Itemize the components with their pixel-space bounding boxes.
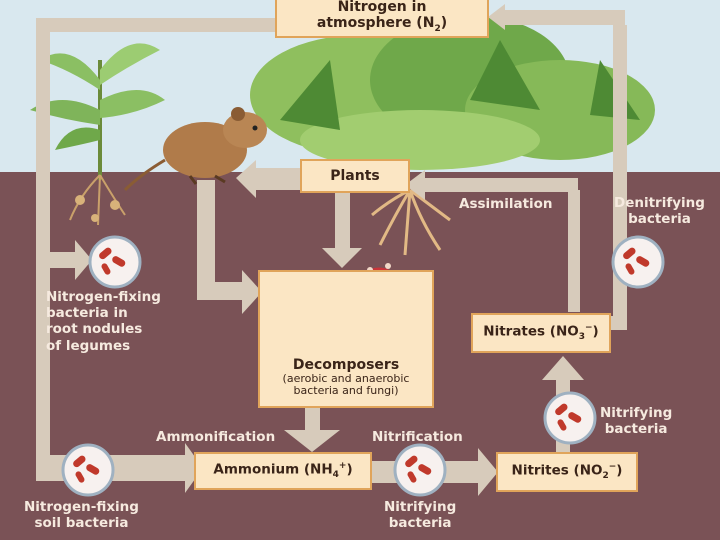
nitrites-box: Nitrites (NO2−)	[496, 452, 638, 492]
nitrifying-upper-line2: bacteria	[604, 421, 668, 438]
nitrifying-bacteria-lower-label: Nitrifying bacteria	[384, 499, 456, 531]
arrow-to-plants	[405, 170, 425, 200]
plants-box: Plants	[300, 159, 410, 193]
nitrites-label: Nitrites (NO	[511, 462, 603, 479]
arrow-to-atmosphere	[488, 4, 505, 30]
soil-bacteria-line1: Nitrogen-fixing	[24, 499, 139, 515]
nitrifying-lower-line1: Nitrifying	[384, 499, 457, 515]
bacteria-icon	[88, 235, 142, 289]
denitrifying-line2: bacteria	[628, 211, 691, 228]
bacteria-icon	[393, 443, 447, 497]
ammonium-label: Ammonium (NH	[213, 461, 333, 478]
root-nodules-label: Nitrogen-fixing bacteria in root nodules…	[46, 289, 161, 354]
ammonification-label: Ammonification	[156, 429, 276, 445]
ammonium-superscript: +	[338, 461, 347, 472]
nitrates-close: )	[592, 323, 599, 340]
arrow-animal-to-decomposers	[197, 180, 262, 314]
ammonium-subscript: 4	[332, 470, 339, 481]
soil-bacteria-line2: soil bacteria	[34, 515, 129, 532]
arrow-decomposers-to-ammonium	[284, 408, 340, 452]
nitrifying-bacteria-upper-label: Nitrifying bacteria	[600, 405, 672, 437]
nitrifying-lower-line2: bacteria	[388, 515, 452, 532]
atmosphere-box: Nitrogen in atmosphere (N2)	[275, 0, 489, 38]
root-nodules-line3: root nodules	[46, 321, 143, 338]
root-nodules-line1: Nitrogen-fixing	[46, 289, 161, 305]
atmosphere-close: )	[440, 15, 448, 32]
nitrates-row: Nitrates (NO3−)	[483, 323, 598, 343]
atmosphere-line2: atmosphere (N	[316, 15, 435, 32]
bacteria-icon	[61, 443, 115, 497]
nitrites-subscript: 2	[602, 471, 609, 482]
atmosphere-line1: Nitrogen in	[337, 0, 427, 16]
nitrates-subscript: 3	[578, 332, 585, 343]
plants-label: Plants	[330, 167, 380, 184]
soil-bacteria-label: Nitrogen-fixing soil bacteria	[24, 499, 139, 531]
arrow-plants-to-decomposers	[322, 192, 362, 268]
nitrates-box: Nitrates (NO3−)	[471, 313, 611, 353]
arrow-to-root-nodules	[36, 240, 92, 280]
nitrites-close: )	[616, 462, 623, 479]
nitrates-label: Nitrates (NO	[483, 323, 579, 340]
atmosphere-subscript: 2	[434, 24, 441, 35]
atmosphere-line2-row: atmosphere (N2)	[317, 15, 447, 34]
nitrates-superscript: −	[584, 323, 593, 334]
root-nodules-line2: bacteria in	[46, 305, 128, 322]
root-nodules-line4: of legumes	[46, 337, 131, 354]
denitrifying-bacteria-label: Denitrifying bacteria	[614, 195, 705, 227]
decomposers-desc-line2: bacteria and fungi)	[293, 384, 399, 398]
decomposers-desc-line1: (aerobic and anaerobic	[282, 371, 410, 385]
assimilation-path	[568, 190, 580, 312]
rodent-illustration	[123, 107, 267, 192]
ammonium-box: Ammonium (NH4+)	[194, 452, 372, 490]
ammonium-close: )	[346, 461, 353, 478]
bacteria-icon	[611, 235, 665, 289]
tree-foliage-illustration	[250, 15, 655, 170]
bacteria-icon	[543, 391, 597, 445]
denitrifying-line1: Denitrifying	[614, 195, 705, 211]
assimilation-label: Assimilation	[459, 196, 553, 212]
nitrites-superscript: −	[608, 462, 617, 473]
decomposers-title: Decomposers	[292, 356, 400, 373]
decomposers-box: Decomposers (aerobic and anaerobic bacte…	[258, 270, 434, 408]
nitrification-label: Nitrification	[372, 429, 463, 445]
nitrites-row: Nitrites (NO2−)	[512, 462, 623, 482]
ammonium-row: Ammonium (NH4+)	[213, 461, 352, 481]
nitrifying-upper-line1: Nitrifying	[600, 405, 673, 421]
roots-illustration	[371, 188, 451, 256]
